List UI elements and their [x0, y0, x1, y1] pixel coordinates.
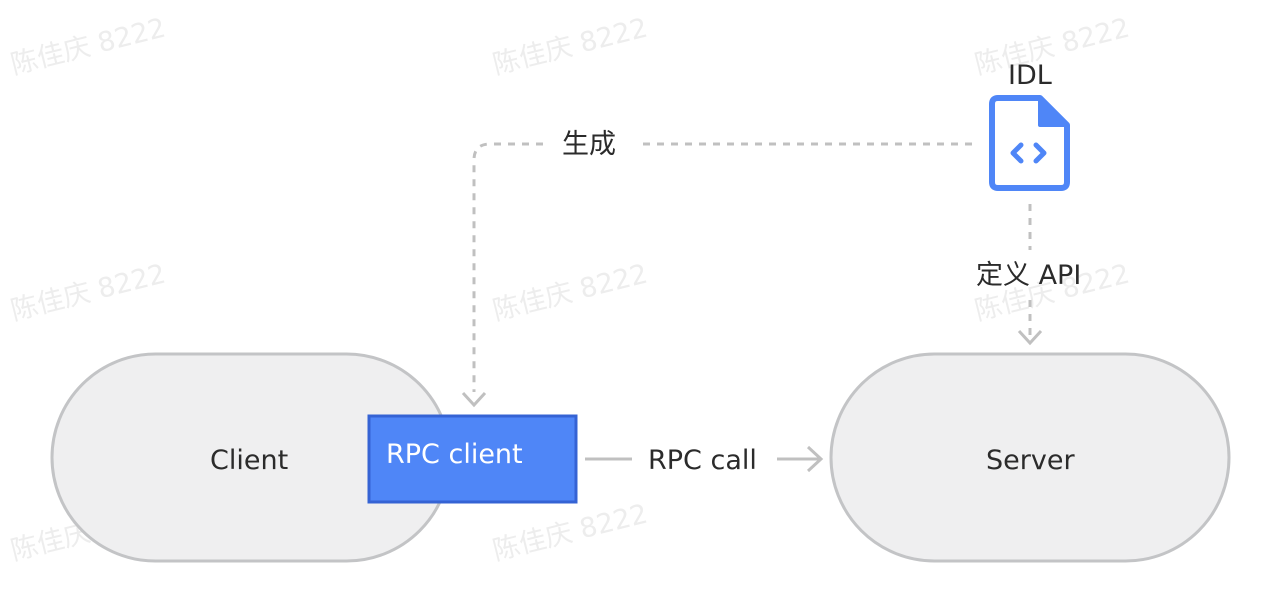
- define-api-arrowhead: [1017, 329, 1043, 346]
- rpc-client-node: [367, 414, 578, 504]
- generate-connector: [472, 142, 972, 392]
- define-api-label: 定义 API: [976, 260, 1082, 291]
- rpc-call-arrowhead: [806, 445, 824, 473]
- code-file-icon: [989, 95, 1070, 191]
- rpc-client-label: RPC client: [386, 439, 523, 470]
- server-label: Server: [986, 445, 1075, 476]
- generate-arrowhead: [461, 391, 487, 408]
- rpc-call-label: RPC call: [648, 445, 757, 476]
- client-label: Client: [210, 445, 289, 476]
- generate-label: 生成: [562, 129, 616, 160]
- idl-label: IDL: [1008, 60, 1052, 91]
- server-node: [829, 352, 1231, 563]
